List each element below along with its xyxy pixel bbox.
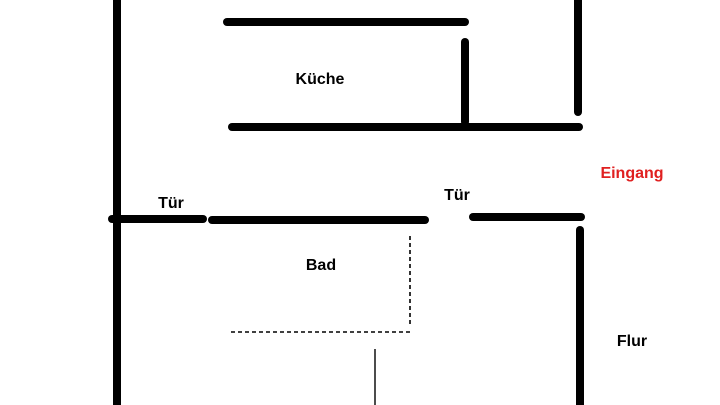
door-left-label: Tür [158, 195, 184, 212]
bathroom-label: Bad [306, 257, 336, 274]
kitchen-label: Küche [296, 71, 345, 88]
hallway-label: Flur [617, 333, 647, 350]
door-center-label: Tür [444, 187, 470, 204]
entrance-label: Eingang [600, 165, 663, 182]
